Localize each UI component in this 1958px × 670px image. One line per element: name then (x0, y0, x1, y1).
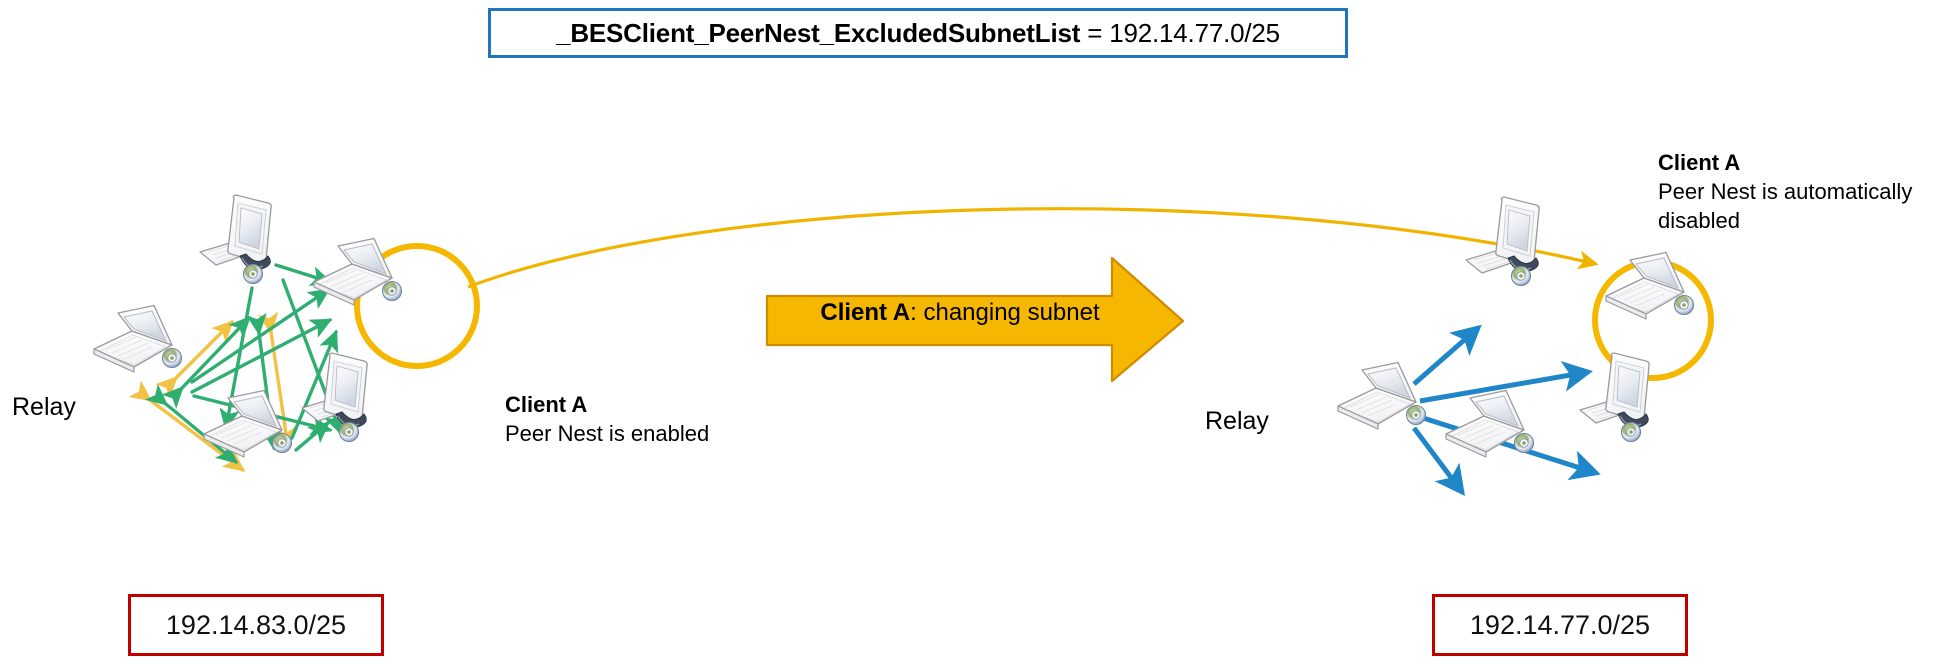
mesh-link-green-5 (190, 318, 333, 394)
right-device-client-a-laptop (1605, 251, 1695, 320)
star-link-to-tablet-right (1419, 414, 1601, 481)
right-device-tablet-right (1605, 352, 1650, 443)
right-client-a-callout: Client A Peer Nest is automatically disa… (1658, 148, 1958, 235)
client-a-migration-curve (467, 207, 1599, 289)
left-device-client-a-laptop (313, 237, 403, 306)
right-callout-title: Client A (1658, 150, 1741, 175)
left-callout-title: Client A (505, 392, 588, 417)
right-device-tablet-top (1495, 196, 1540, 287)
mesh-link-green-11 (219, 286, 254, 431)
left-device-tablet-right (323, 352, 368, 443)
right-star-links (1412, 324, 1601, 497)
right-callout-description: Peer Nest is automatically disabled (1658, 179, 1913, 234)
right-device-relay-laptop (1337, 361, 1427, 430)
mesh-link-green-10 (294, 421, 331, 452)
right-subnet-box: 192.14.77.0/25 (1432, 594, 1688, 656)
star-link-to-keyboard-top (1412, 324, 1482, 386)
mesh-link-green-9 (290, 329, 339, 440)
left-device-relay-laptop (93, 304, 183, 373)
changing-subnet-banner-arrow (765, 256, 1185, 383)
left-client-a-highlight-circle (354, 243, 480, 369)
left-mesh-links (128, 263, 343, 472)
left-relay-label: Relay (12, 393, 76, 421)
mesh-link-green-4 (190, 288, 331, 384)
star-link-to-client-a (1419, 360, 1593, 404)
mesh-link-green-3 (144, 383, 239, 464)
setting-value: 192.14.77.0/25 (1109, 17, 1280, 48)
left-subnet-box: 192.14.83.0/25 (128, 594, 384, 656)
setting-key: _BESClient_PeerNest_ExcludedSubnetList (556, 17, 1081, 48)
right-device-laptop-bottom (1445, 389, 1535, 458)
mesh-link-yellow-1 (155, 320, 234, 399)
left-client-a-callout: Client A Peer Nest is enabled (505, 390, 825, 448)
excluded-subnet-setting-box: _BESClient_PeerNest_ExcludedSubnetList =… (488, 8, 1348, 58)
star-link-to-laptop-bottom (1412, 426, 1465, 497)
setting-expression: _BESClient_PeerNest_ExcludedSubnetList =… (556, 18, 1280, 49)
left-callout-description: Peer Nest is enabled (505, 421, 710, 447)
mesh-link-green-1 (161, 316, 251, 409)
right-relay-label: Relay (1205, 407, 1269, 435)
left-device-tablet-top (227, 194, 272, 285)
setting-separator: = (1080, 17, 1110, 48)
